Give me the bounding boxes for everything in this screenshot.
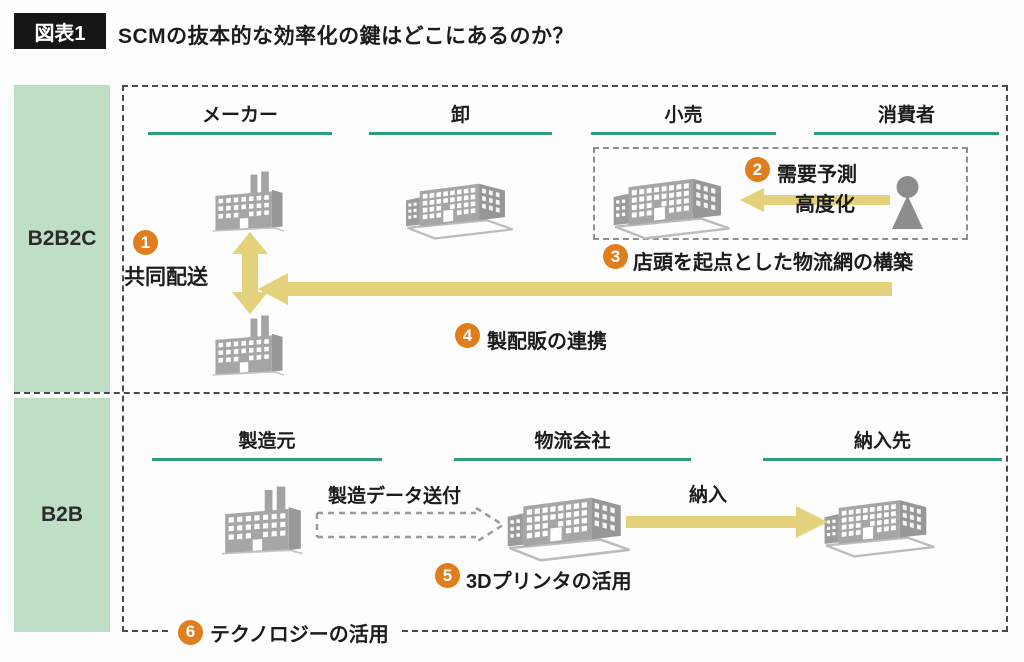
annotation-3d-printer: 3Dプリンタの活用 bbox=[466, 571, 632, 593]
column-label: メーカー bbox=[201, 105, 278, 126]
column-header-logistics: 物流会社 bbox=[454, 426, 691, 461]
column-header-retail: 小売 bbox=[591, 100, 776, 135]
column-label: 消費者 bbox=[877, 105, 935, 126]
column-label: 製造元 bbox=[238, 431, 296, 452]
column-label: 卸 bbox=[450, 105, 470, 126]
page-title: SCMの抜本的な効率化の鍵はどこにあるのか？ bbox=[118, 25, 575, 48]
delivery-right-arrow bbox=[626, 506, 828, 538]
column-underline bbox=[454, 458, 691, 461]
annotation-technology-row: 6 テクノロジーの活用 bbox=[168, 618, 399, 646]
joint-delivery-double-arrow bbox=[232, 232, 268, 314]
column-underline bbox=[763, 458, 1002, 461]
annotation-store-origin-network: 店頭を起点とした物流網の構築 bbox=[633, 252, 913, 274]
step-1-badge: 1 bbox=[133, 230, 158, 255]
step-3-badge: 3 bbox=[603, 244, 628, 269]
factory-icon bbox=[203, 170, 295, 234]
column-label: 物流会社 bbox=[534, 431, 611, 452]
data-send-dashed-arrow bbox=[315, 506, 506, 544]
section-divider bbox=[14, 392, 1008, 394]
column-underline bbox=[148, 132, 332, 135]
section-band-b2b: B2B bbox=[14, 398, 110, 632]
diagram-border bbox=[122, 85, 1008, 632]
consumer-person-icon bbox=[889, 176, 926, 229]
label-delivery: 納入 bbox=[689, 485, 728, 506]
column-underline bbox=[814, 132, 999, 135]
annotation-maker-dist-retail-link: 製配販の連携 bbox=[487, 331, 607, 353]
section-band-b2b2c: B2B2C bbox=[14, 85, 110, 392]
annotation-demand-forecast-line1: 需要予測 bbox=[777, 164, 857, 186]
demand-forecast-dashed-box bbox=[593, 147, 968, 240]
office-building-icon bbox=[602, 164, 736, 240]
annotation-demand-forecast-line2: 高度化 bbox=[795, 194, 855, 216]
annotation-joint-delivery: 共同配送 bbox=[124, 266, 208, 289]
supply-chain-left-arrow bbox=[258, 273, 892, 305]
factory-icon bbox=[203, 314, 295, 378]
column-header-wholesale: 卸 bbox=[369, 100, 552, 135]
column-label: 小売 bbox=[664, 105, 703, 126]
step-2-badge: 2 bbox=[745, 157, 770, 182]
column-underline bbox=[591, 132, 776, 135]
section-label-b2b2c: B2B2C bbox=[27, 226, 97, 250]
step-6-badge: 6 bbox=[178, 619, 203, 645]
office-building-icon bbox=[500, 482, 632, 562]
column-label: 納入先 bbox=[853, 431, 911, 452]
step-4-badge: 4 bbox=[455, 323, 480, 348]
column-header-consumer: 消費者 bbox=[814, 100, 999, 135]
demand-forecast-left-arrow bbox=[740, 188, 890, 212]
column-header-manufacturer: 製造元 bbox=[152, 426, 382, 461]
column-underline bbox=[152, 458, 382, 461]
label-manufacturing-data-send: 製造データ送付 bbox=[328, 486, 462, 507]
step-5-badge: 5 bbox=[435, 563, 460, 588]
figure-badge-label: 図表1 bbox=[34, 22, 86, 45]
column-header-maker: メーカー bbox=[148, 100, 332, 135]
factory-icon bbox=[220, 484, 306, 558]
column-header-delivery-destination: 納入先 bbox=[763, 426, 1002, 461]
section-label-b2b: B2B bbox=[40, 503, 83, 526]
office-building-icon bbox=[398, 170, 516, 240]
office-building-icon bbox=[818, 486, 936, 558]
column-underline bbox=[369, 132, 552, 135]
annotation-technology: テクノロジーの活用 bbox=[210, 623, 389, 646]
figure-badge: 図表1 bbox=[14, 13, 106, 49]
